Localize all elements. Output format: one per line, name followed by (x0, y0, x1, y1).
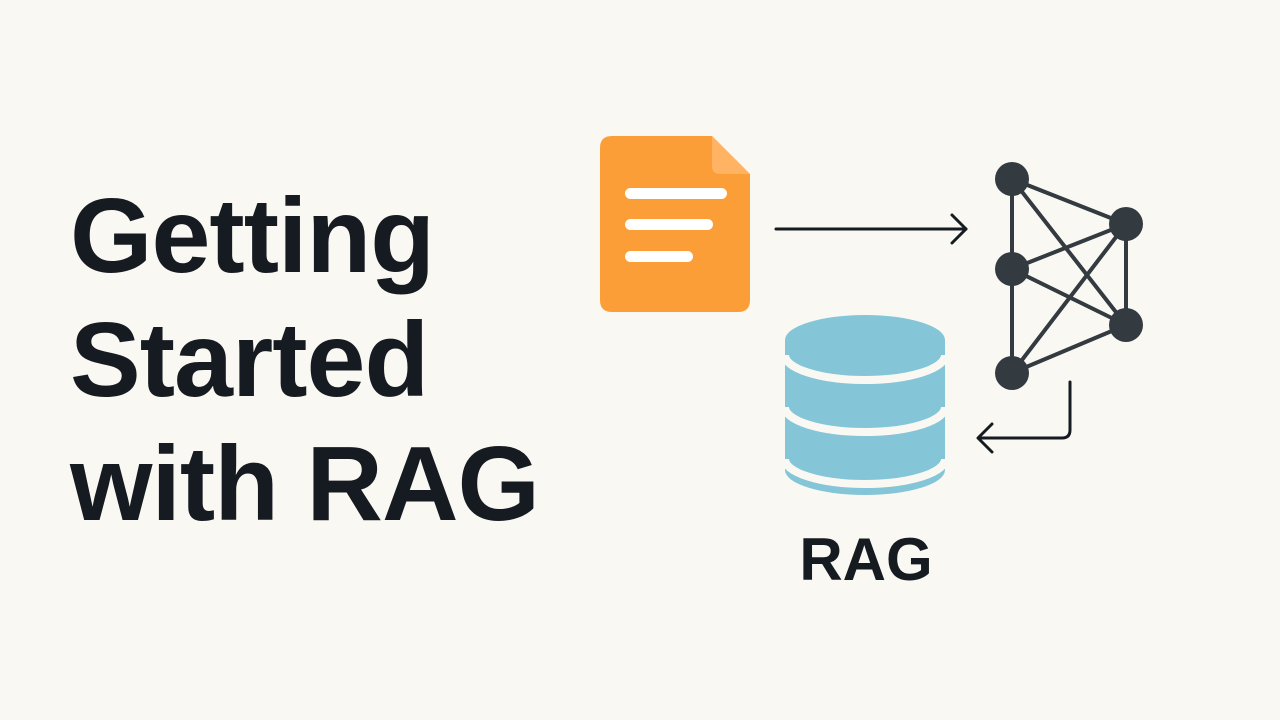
title-line-3: with RAG (70, 425, 540, 543)
arrow-return-left-icon (976, 380, 1072, 454)
database-label: RAG (799, 526, 932, 593)
document-icon (600, 136, 750, 312)
title-line-1: Getting (70, 177, 435, 295)
title-line-2: Started (70, 301, 429, 419)
database-icon (781, 315, 949, 495)
arrow-right-icon (774, 213, 968, 245)
page-title: Getting Started with RAG (70, 174, 630, 546)
neural-network-icon (995, 162, 1143, 390)
